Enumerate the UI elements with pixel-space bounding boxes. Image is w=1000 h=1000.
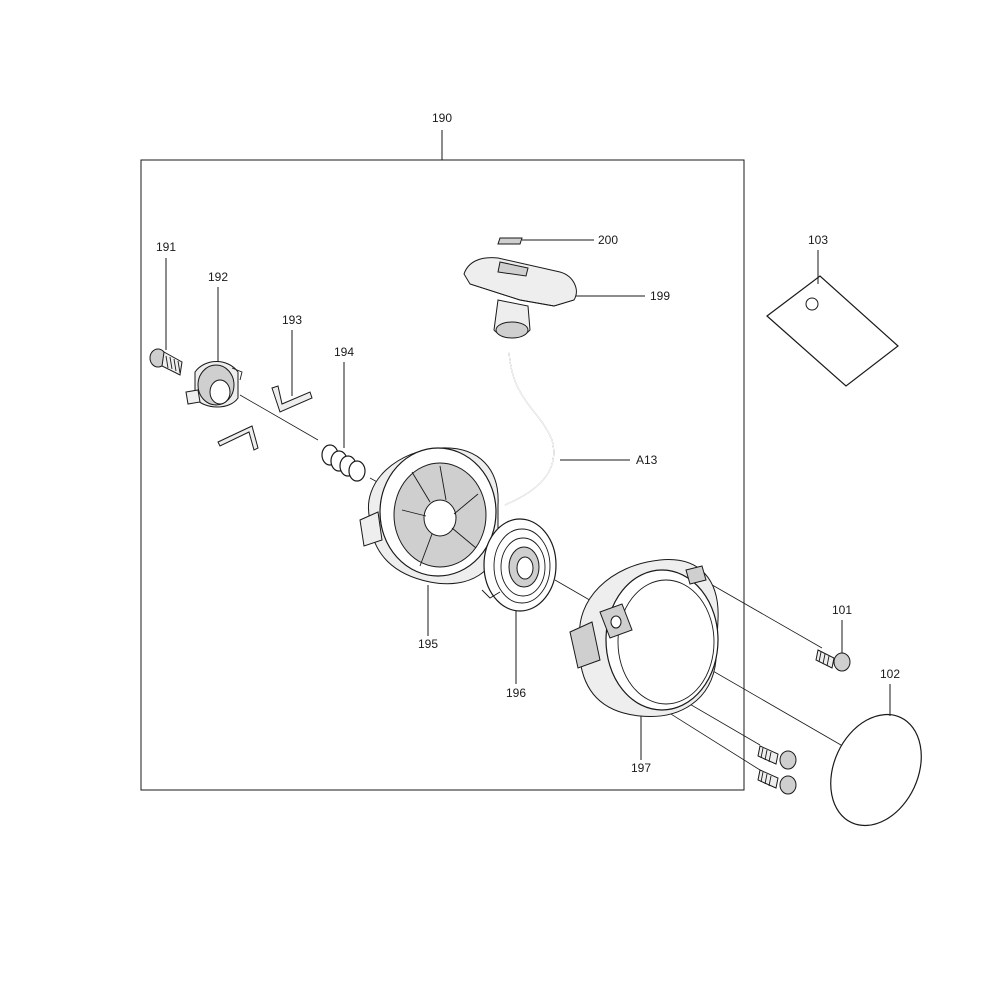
label-199[interactable]: 199: [650, 289, 670, 303]
label-194[interactable]: 194: [334, 345, 354, 359]
part-191-bolt[interactable]: [149, 348, 183, 376]
part-195-pulley[interactable]: [359, 447, 499, 585]
part-196-recoil-spring[interactable]: [481, 518, 557, 612]
label-200[interactable]: 200: [598, 233, 618, 247]
label-102[interactable]: 102: [880, 667, 900, 681]
axis-line-screw-101: [699, 577, 823, 649]
part-199-handle[interactable]: [463, 257, 577, 339]
part-102-cover-disc[interactable]: [813, 700, 938, 841]
label-190[interactable]: 190: [432, 111, 452, 125]
label-195[interactable]: 195: [418, 637, 438, 651]
part-101-screw[interactable]: [815, 649, 851, 672]
part-194-spring[interactable]: [321, 444, 366, 482]
screw-lower-a: [757, 745, 797, 770]
screw-lower-b: [757, 769, 797, 795]
part-193-hex-key[interactable]: [271, 385, 313, 413]
label-193[interactable]: 193: [282, 313, 302, 327]
label-191[interactable]: 191: [156, 240, 176, 254]
pin-wire: [217, 425, 259, 451]
label-101[interactable]: 101: [832, 603, 852, 617]
label-192[interactable]: 192: [208, 270, 228, 284]
label-A13[interactable]: A13: [636, 453, 658, 467]
axis-line-left: [239, 394, 319, 441]
part-103-label-sheet[interactable]: [766, 275, 899, 387]
label-103[interactable]: 103: [808, 233, 828, 247]
part-192-ratchet[interactable]: [185, 361, 243, 408]
part-197-housing[interactable]: [569, 559, 719, 717]
part-200-label-plate[interactable]: [497, 237, 523, 245]
part-A13-rope[interactable]: [504, 351, 555, 506]
label-197[interactable]: 197: [631, 761, 651, 775]
label-196[interactable]: 196: [506, 686, 526, 700]
